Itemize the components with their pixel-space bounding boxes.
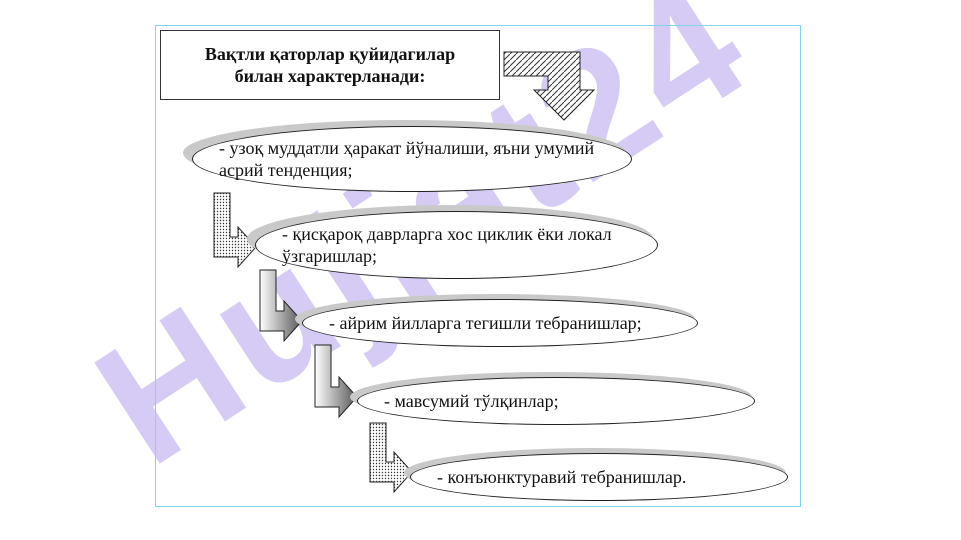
item-pill-5: - конъюнктуравий тебранишлар. [410, 453, 788, 501]
item-2-line-1: - қисқароқ даврларга хос циклик ёки лока… [282, 224, 612, 244]
item-5-line-1: - конъюнктуравий тебранишлар. [437, 467, 687, 487]
diagram-frame [155, 25, 801, 507]
item-pill-1: - узоқ муддатли ҳаракат йўналиши, яъни у… [192, 126, 632, 192]
item-1-line-1: - узоқ муддатли ҳаракат йўналиши, яъни у… [219, 138, 595, 158]
item-pill-2: - қисқароқ даврларга хос циклик ёки лока… [255, 211, 658, 279]
title-line-1: Вақтли қаторлар қуйидагилар [204, 44, 456, 64]
item-pill-4: - мавсумий тўлқинлар; [357, 377, 755, 425]
item-1-line-2: асрий тенденция; [219, 160, 353, 180]
item-3-line-1: - айрим йилларга тегишли тебранишлар; [329, 313, 642, 333]
title-box: Вақтли қаторлар қуйидагилар билан характ… [160, 30, 500, 100]
item-4-line-1: - мавсумий тўлқинлар; [384, 391, 559, 411]
item-pill-3: - айрим йилларга тегишли тебранишлар; [302, 299, 698, 347]
item-2-line-2: ўзгаришлар; [282, 246, 377, 266]
title-line-2: билан характерланади: [234, 66, 426, 86]
